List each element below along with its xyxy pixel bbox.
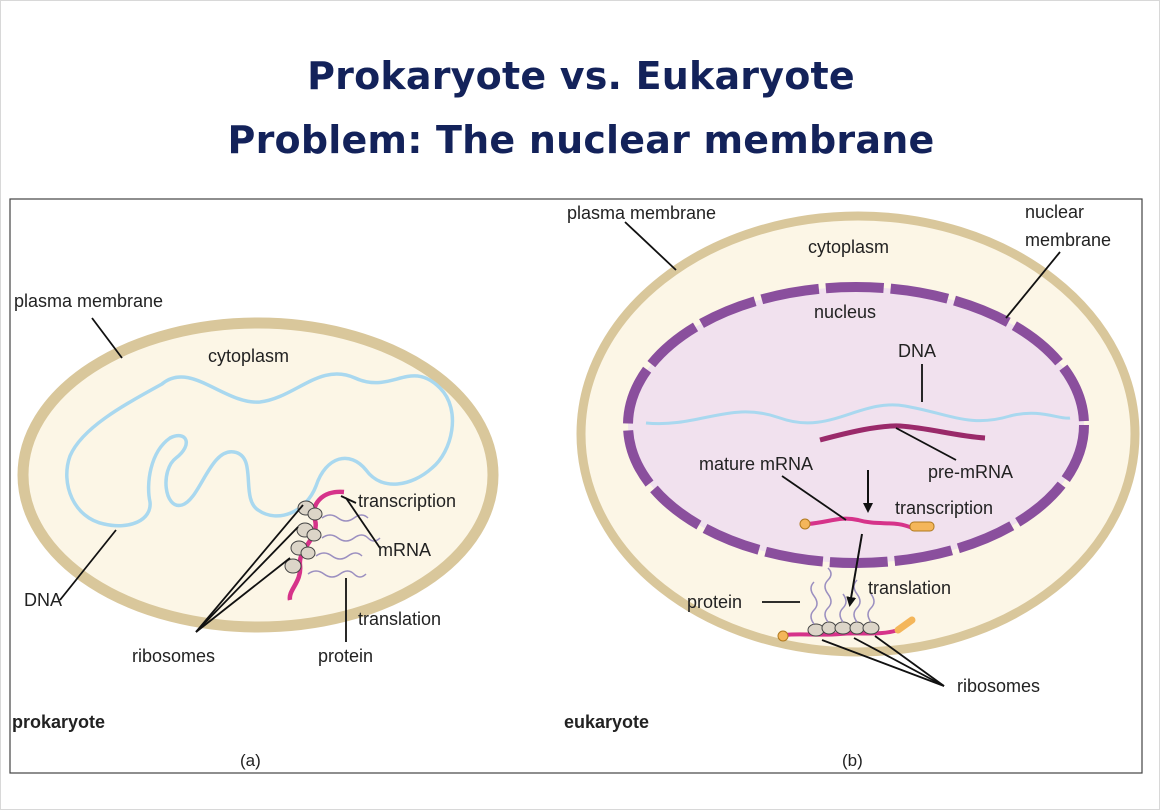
caption-prokaryote: prokaryote	[12, 712, 105, 732]
label-dna-eukaryote: DNA	[898, 341, 936, 361]
panel-label-a: (a)	[240, 751, 261, 770]
leader-ribosome-e3	[874, 635, 945, 687]
label-protein-prokaryote: protein	[318, 646, 373, 666]
label-cytoplasm-prokaryote: cytoplasm	[208, 346, 289, 366]
prokaryote-panel: plasma membrane cytoplasm DNA transcript…	[12, 291, 499, 770]
leader-plasma-membrane-eukaryote	[624, 221, 677, 271]
mature-mrna-nucleus	[807, 516, 913, 530]
poly-a-tail	[894, 616, 916, 634]
leader-mature-mrna	[781, 475, 847, 521]
leader-ribosome-e1	[821, 639, 945, 687]
leader-dna-prokaryote	[59, 529, 117, 601]
label-protein-eukaryote: protein	[687, 592, 742, 612]
label-ribosomes-eukaryote: ribosomes	[957, 676, 1040, 696]
panel-label-b: (b)	[842, 751, 863, 770]
eukaryote-ribosomes	[807, 621, 880, 637]
export-arrow	[846, 533, 863, 607]
prokaryote-ribosomes	[284, 500, 323, 574]
label-transcription-eukaryote: transcription	[895, 498, 993, 518]
label-pre-mrna: pre-mRNA	[928, 462, 1013, 482]
label-cytoplasm-eukaryote: cytoplasm	[808, 237, 889, 257]
leader-ribosome-2	[195, 526, 299, 633]
eukaryote-panel: plasma membrane cytoplasm nuclear membra…	[564, 202, 1140, 770]
slide-title-line-1: Prokaryote vs. Eukaryote	[307, 54, 855, 98]
label-membrane: membrane	[1025, 230, 1111, 250]
caption-eukaryote: eukaryote	[564, 712, 649, 732]
pre-mrna	[819, 423, 986, 443]
leader-pre-mrna	[895, 427, 957, 461]
label-plasma-membrane-eukaryote: plasma membrane	[567, 203, 716, 223]
leader-ribosome-e2	[853, 637, 945, 687]
label-plasma-membrane-prokaryote: plasma membrane	[14, 291, 163, 311]
figure-border	[9, 198, 1143, 774]
slide-title-line-2: Problem: The nuclear membrane	[227, 118, 935, 162]
label-mature-mrna: mature mRNA	[699, 454, 813, 474]
label-translation-prokaryote: translation	[358, 609, 441, 629]
nuclear-membrane	[623, 282, 1089, 568]
leader-ribosome-3	[195, 557, 291, 633]
leader-ribosome-1	[195, 504, 304, 633]
prokaryote-plasma-membrane	[17, 317, 499, 633]
label-nuclear: nuclear	[1025, 202, 1084, 222]
leader-mrna-prokaryote	[345, 497, 381, 549]
label-translation-eukaryote: translation	[868, 578, 951, 598]
label-transcription-prokaryote: transcription	[358, 491, 456, 511]
label-mrna-prokaryote: mRNA	[378, 540, 431, 560]
prokaryote-mrna	[287, 489, 345, 601]
leader-nuclear-membrane	[1005, 251, 1061, 319]
eukaryote-dna	[645, 403, 1071, 426]
prokaryote-proteins	[307, 514, 381, 578]
leader-transcription-prokaryote	[340, 495, 357, 504]
label-nucleus: nucleus	[814, 302, 876, 322]
label-dna-prokaryote: DNA	[24, 590, 62, 610]
nucleus	[628, 287, 1084, 563]
prokaryote-dna	[65, 372, 455, 528]
label-ribosomes-prokaryote: ribosomes	[132, 646, 215, 666]
leader-plasma-membrane-prokaryote	[91, 317, 123, 359]
